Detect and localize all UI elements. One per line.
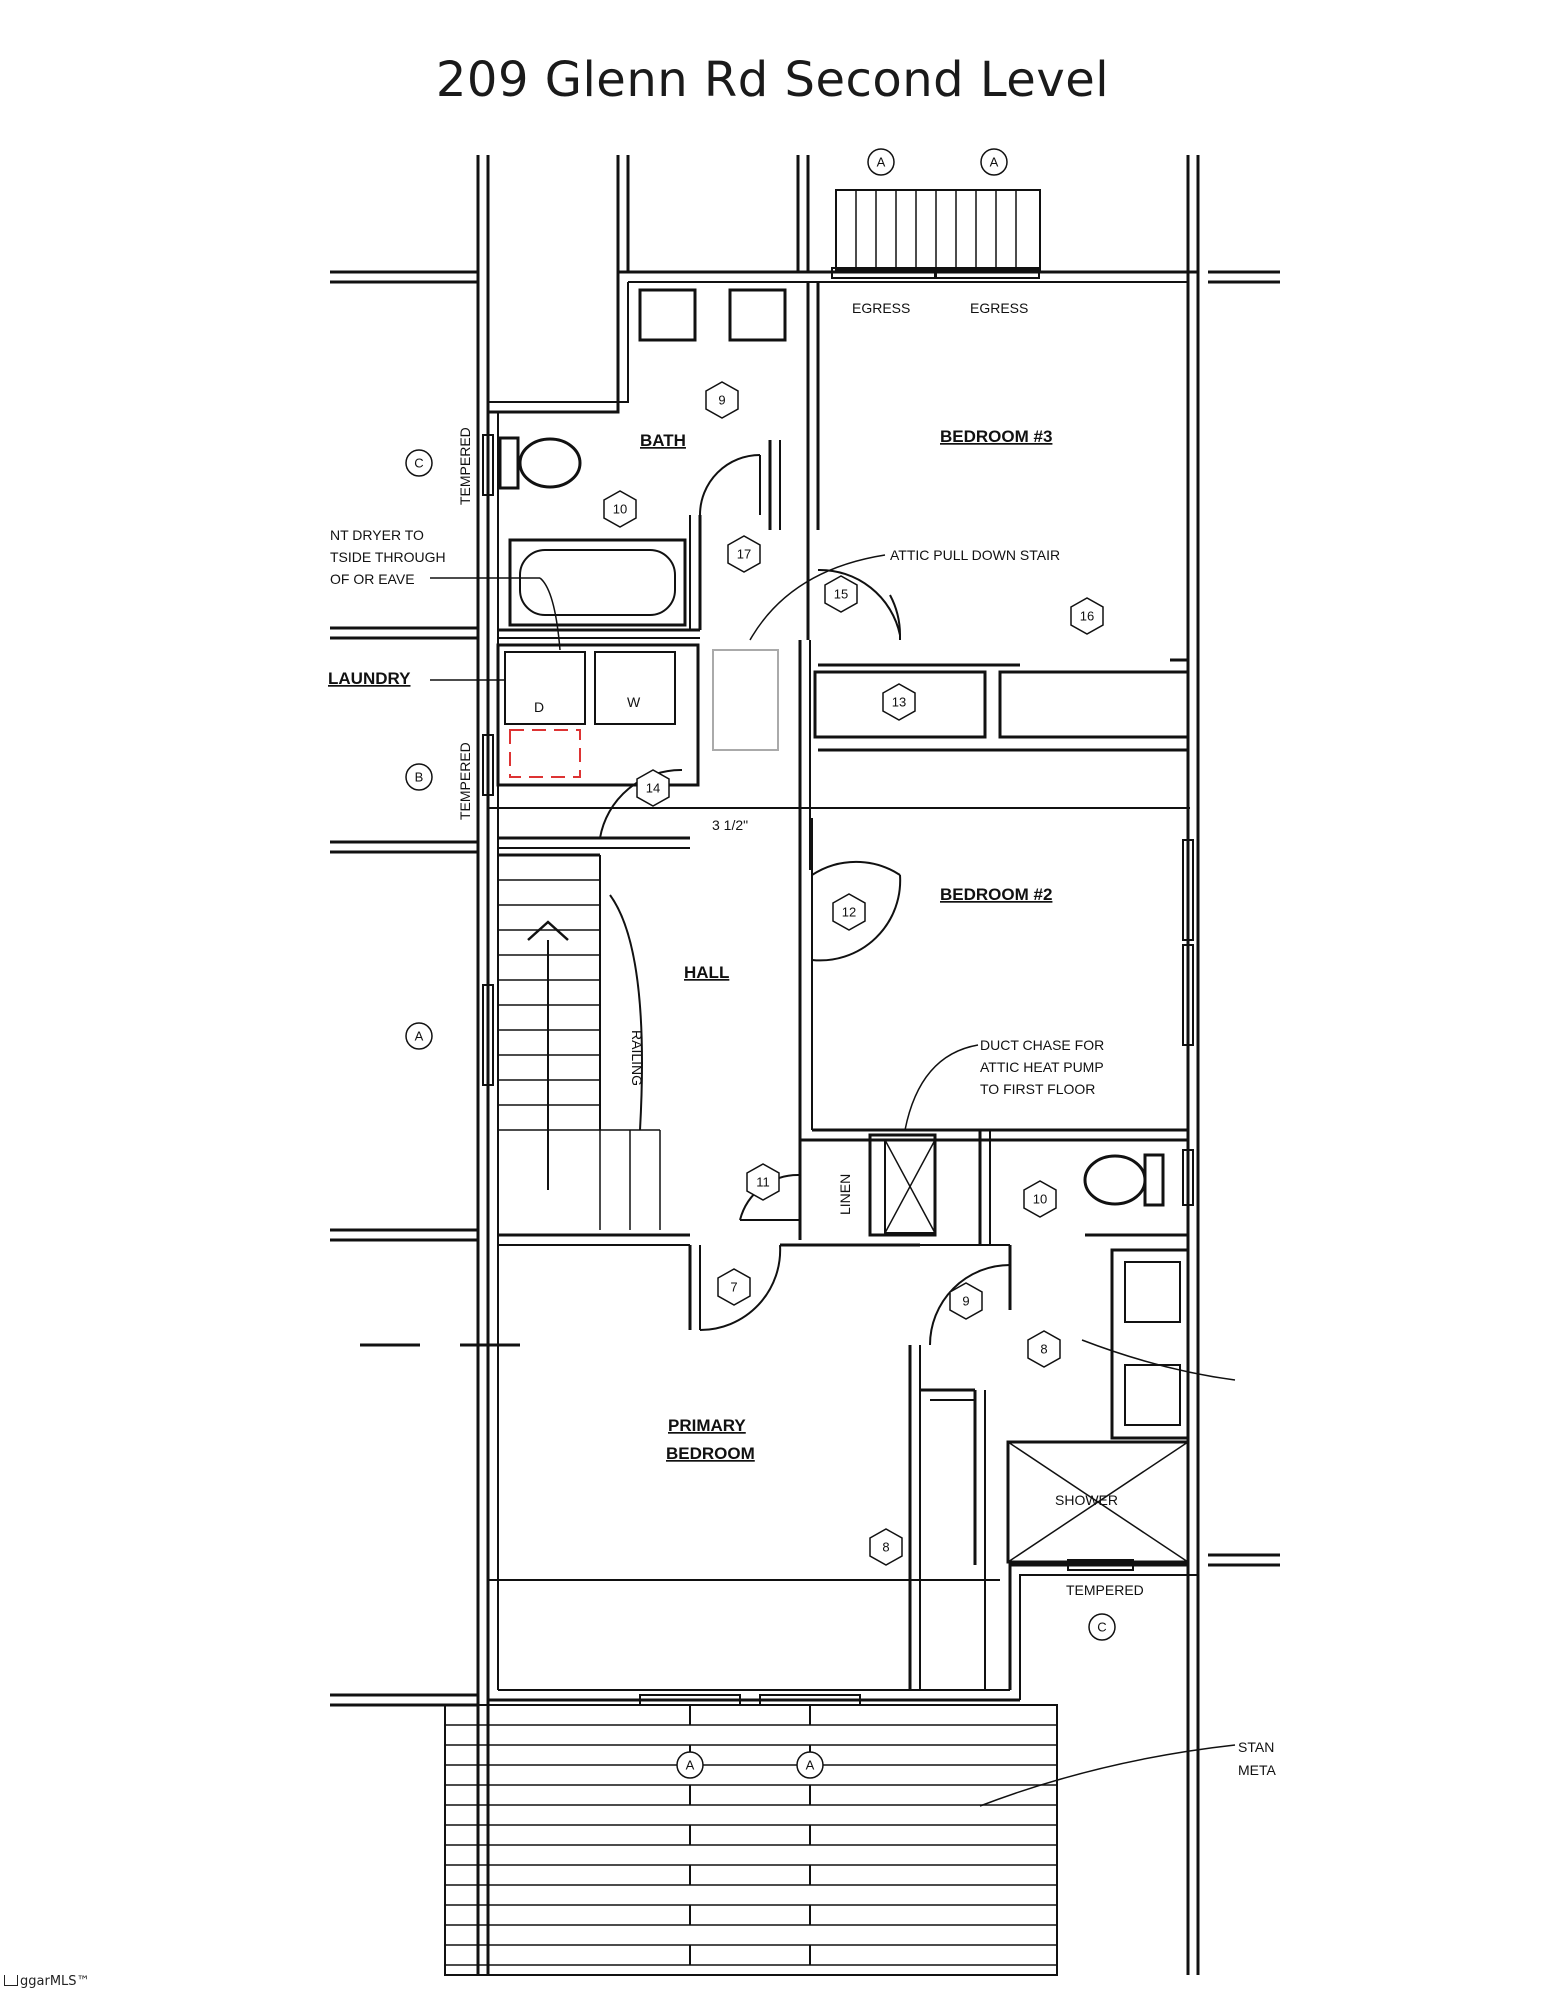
laundry-closet [496,643,700,787]
sink [1124,1261,1181,1323]
door-tag: 10 [613,502,627,517]
mls-watermark: ggarMLS™ [4,1974,90,1989]
window-ref: B [415,770,424,785]
room-label-bedroom-3: BEDROOM #3 [940,427,1052,446]
exterior-wall [488,272,620,414]
room-label-primary-1: PRIMARY [668,1416,746,1435]
window-ref: A [990,155,999,170]
attic-hatch [712,649,779,751]
house-icon [4,1975,18,1986]
door-tag: 15 [834,587,848,602]
bathtub [508,538,687,627]
room-label-bath: BATH [640,431,686,450]
window-ref: A [806,1758,815,1773]
dryer-label: D [534,699,544,715]
door-tag: 10 [1033,1192,1047,1207]
watermark-text: ggarMLS™ [20,1974,90,1989]
room-label-laundry: LAUNDRY [328,669,411,688]
stair-arrow [527,920,569,941]
door-tag: 9 [962,1294,969,1309]
door-swing [811,874,902,962]
door-swing [699,1244,782,1332]
duct-chase-note: DUCT CHASE FOR [980,1037,1104,1053]
dryer-vent-note: NT DRYER TO [330,527,424,543]
egress-note: EGRESS [970,300,1028,316]
closet [998,670,1190,739]
door-tag: 17 [737,547,751,562]
shower-label: SHOWER [1055,1492,1118,1508]
page-title: 209 Glenn Rd Second Level [435,52,1110,108]
door-tag: 8 [1040,1342,1047,1357]
tempered-note: TEMPERED [1066,1582,1144,1598]
linen-closet [868,1133,937,1237]
bathtub-basin [519,549,676,616]
door-swing [929,1264,1011,1346]
sink [1124,1364,1181,1426]
toilet-bowl [1083,1154,1147,1206]
deck-top [835,189,1041,271]
door-swing [811,860,901,876]
door-tag: 16 [1080,609,1094,624]
window-ref: C [1097,1620,1106,1635]
dryer [504,651,586,725]
door-tag: 14 [646,781,660,796]
room-label-hall: HALL [684,963,729,982]
washer [594,651,676,725]
window-ref: A [686,1758,695,1773]
toilet-bowl [518,437,582,489]
vanity [1110,1248,1190,1440]
shower-x [1007,1441,1189,1563]
door-tag: 12 [842,905,856,920]
door-tag: 7 [730,1280,737,1295]
exterior-wall [1008,1563,1188,1690]
exterior-wall [488,282,629,403]
closet [813,670,987,739]
door-tag: 11 [756,1175,770,1190]
dryer-vent [509,729,581,778]
shower [1006,1440,1190,1564]
sink [728,288,787,342]
window-ref: A [415,1029,424,1044]
sink [638,288,697,342]
dryer-vent-note: TSIDE THROUGH [330,549,446,565]
duct-chase [884,1139,936,1234]
toilet-tank [1143,1153,1165,1207]
door-swing [699,454,761,516]
duct-chase-note: TO FIRST FLOOR [980,1081,1095,1097]
egress-note: EGRESS [852,300,910,316]
window-ref: C [414,456,423,471]
tempered-note: TEMPERED [457,742,473,820]
dimension-note: 3 1/2" [712,817,748,833]
roof-note: META [1238,1762,1277,1778]
door-tag: 13 [892,695,906,710]
duct-chase-note: ATTIC HEAT PUMP [980,1059,1104,1075]
dryer-vent-note: OF OR EAVE [330,571,415,587]
roof-note: STAN [1238,1739,1274,1755]
rear-deck [444,1704,1058,1976]
room-label-primary-2: BEDROOM [666,1444,755,1463]
room-label-bedroom-2: BEDROOM #2 [940,885,1052,904]
railing-note: RAILING [629,1030,645,1086]
duct-chase-x [884,1139,936,1234]
door-tag: 8 [882,1540,889,1555]
exterior-wall [1019,1574,1198,1700]
door-swing [599,768,683,839]
toilet-tank [498,436,520,490]
washer-label: W [627,694,641,710]
door-tag: 9 [718,393,725,408]
tempered-note: TEMPERED [457,427,473,505]
linen-label: LINEN [837,1174,853,1215]
attic-stair-note: ATTIC PULL DOWN STAIR [890,547,1060,563]
window-ref: A [877,155,886,170]
door-swing [817,568,901,636]
railing [609,894,643,1131]
